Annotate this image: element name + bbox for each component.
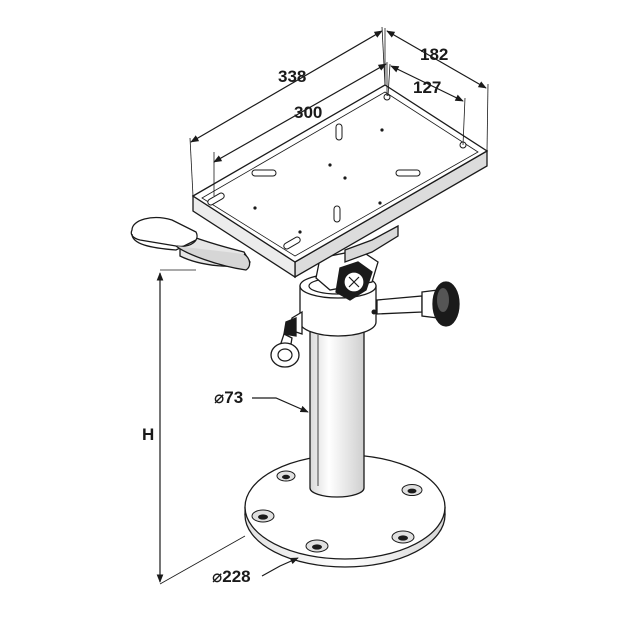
dim-label-base-diameter: ⌀228 <box>212 567 251 586</box>
base-mount-holes <box>251 470 423 553</box>
height-lock-knob <box>376 281 460 327</box>
dim-127: 127 <box>387 63 466 146</box>
slide-release-lever <box>130 216 251 271</box>
dim-label-182: 182 <box>420 45 448 64</box>
dim-label-column-diameter: ⌀73 <box>214 388 243 407</box>
dim-label-127: 127 <box>413 78 441 97</box>
seat-plate <box>191 84 489 279</box>
column-tube <box>309 329 365 498</box>
dim-column-diameter: ⌀73 <box>214 388 309 413</box>
base-hole <box>391 530 415 544</box>
dim-label-height: H <box>142 425 154 444</box>
dim-height: H <box>142 269 246 585</box>
dim-label-338: 338 <box>278 67 306 86</box>
dim-label-300: 300 <box>294 103 322 122</box>
swivel-head <box>315 249 379 301</box>
dim-182: 182 <box>384 28 489 152</box>
dim-base-diameter: ⌀228 <box>212 557 299 586</box>
swivel-lock-handle <box>270 310 303 368</box>
base-hole <box>401 484 423 496</box>
base-hole <box>305 539 329 553</box>
base-hole <box>276 470 296 482</box>
dim-300: 300 <box>213 62 388 196</box>
base-hole <box>251 509 275 523</box>
